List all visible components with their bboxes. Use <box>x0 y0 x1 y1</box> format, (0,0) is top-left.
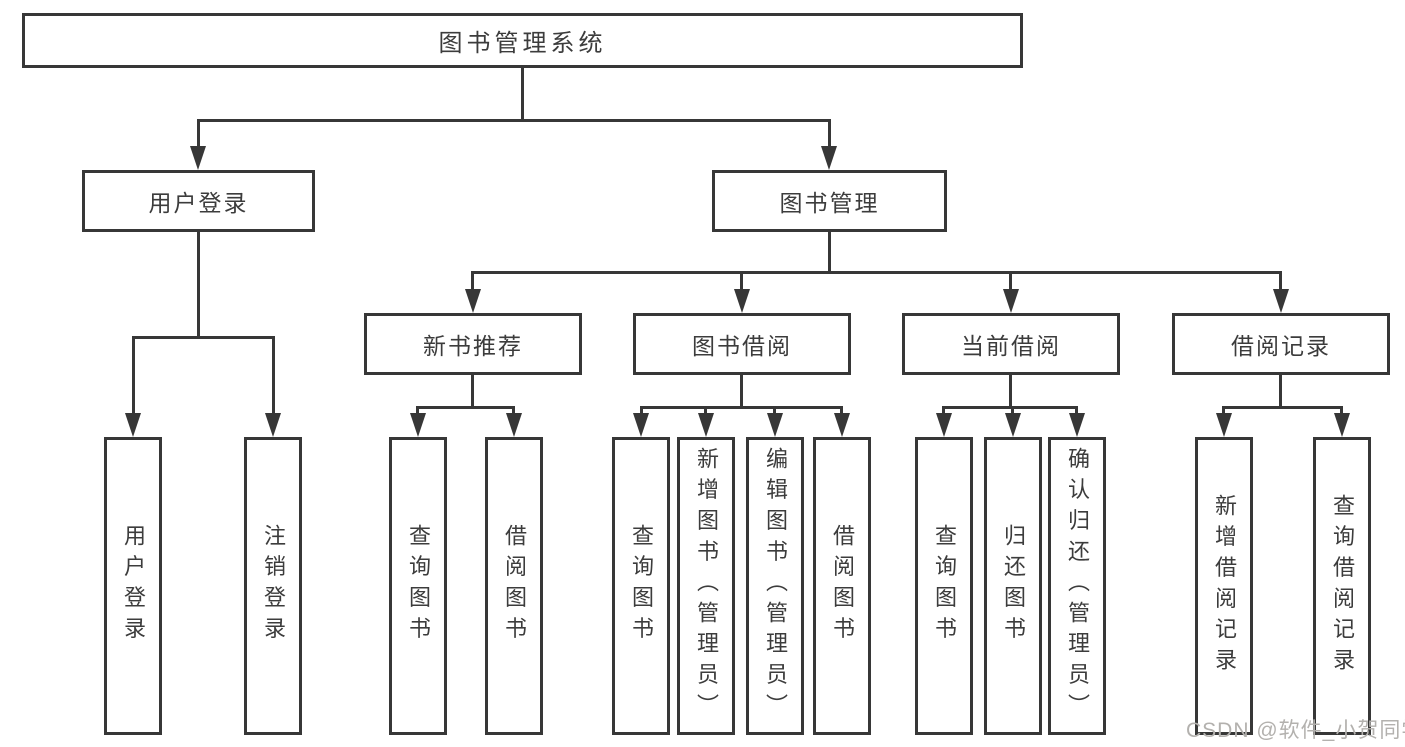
node-borrow-records: 借阅记录 <box>1172 313 1390 375</box>
connector-arrow-icon <box>265 413 281 437</box>
connector-vline <box>197 119 200 147</box>
connector-vline <box>521 68 524 120</box>
connector-arrow-icon <box>936 413 952 437</box>
node-new-book-recommend: 新书推荐 <box>364 313 582 375</box>
node-library-system: 图书管理系统 <box>22 13 1023 68</box>
connector-vline <box>471 271 474 290</box>
connector-hline <box>1222 406 1343 409</box>
connector-vline <box>1075 406 1078 414</box>
connector-vline <box>942 406 945 414</box>
connector-arrow-icon <box>821 146 837 170</box>
connector-vline <box>1009 271 1012 290</box>
leaf-cb-confirm-return-admin: 确认归还（管理员） <box>1048 437 1106 735</box>
leaf-label: 查询借阅记录 <box>1330 493 1355 679</box>
node-user-login: 用户登录 <box>82 170 315 232</box>
leaf-label: 归还图书 <box>1001 524 1026 648</box>
leaf-nb-borrow-books: 借阅图书 <box>485 437 543 735</box>
connector-hline <box>197 119 830 122</box>
watermark-text: CSDN @软件_小贺同学 <box>1186 719 1405 742</box>
connector-arrow-icon <box>633 413 649 437</box>
connector-vline <box>416 406 419 414</box>
connector-vline <box>132 336 135 414</box>
connector-vline <box>1009 375 1012 408</box>
connector-vline <box>1279 271 1282 290</box>
leaf-cb-query-books: 查询图书 <box>915 437 973 735</box>
connector-arrow-icon <box>190 146 206 170</box>
leaf-label: 借阅图书 <box>502 524 527 648</box>
leaf-logout: 注销登录 <box>244 437 302 735</box>
leaf-bb-query-books: 查询图书 <box>612 437 670 735</box>
connector-vline <box>740 375 743 408</box>
leaf-label: 确认归还（管理员） <box>1065 447 1090 725</box>
connector-vline <box>773 406 776 414</box>
connector-hline <box>640 406 843 409</box>
connector-vline <box>1011 406 1014 414</box>
connector-vline <box>197 232 200 339</box>
leaf-bb-edit-book-admin: 编辑图书（管理员） <box>746 437 804 735</box>
connector-vline <box>828 232 831 273</box>
connector-vline <box>828 119 831 147</box>
connector-arrow-icon <box>465 289 481 313</box>
connector-arrow-icon <box>1334 413 1350 437</box>
leaf-label: 用户登录 <box>121 524 146 648</box>
leaf-bb-borrow-books: 借阅图书 <box>813 437 871 735</box>
connector-vline <box>1340 406 1343 414</box>
connector-vline <box>840 406 843 414</box>
connector-vline <box>640 406 643 414</box>
connector-arrow-icon <box>734 289 750 313</box>
connector-arrow-icon <box>1069 413 1085 437</box>
connector-arrow-icon <box>506 413 522 437</box>
connector-hline <box>416 406 515 409</box>
connector-arrow-icon <box>410 413 426 437</box>
node-current-borrow: 当前借阅 <box>902 313 1120 375</box>
connector-hline <box>471 271 1281 274</box>
connector-arrow-icon <box>1005 413 1021 437</box>
connector-vline <box>471 375 474 408</box>
leaf-br-query-borrow-record: 查询借阅记录 <box>1313 437 1371 735</box>
leaf-nb-query-books: 查询图书 <box>389 437 447 735</box>
leaf-label: 查询图书 <box>629 524 654 648</box>
leaf-label: 编辑图书（管理员） <box>763 447 788 725</box>
connector-vline <box>1279 375 1282 408</box>
leaf-label: 注销登录 <box>261 524 286 648</box>
leaf-br-add-borrow-record: 新增借阅记录 <box>1195 437 1253 735</box>
connector-hline <box>132 336 275 339</box>
connector-vline <box>1222 406 1225 414</box>
connector-vline <box>272 336 275 414</box>
leaf-user-login: 用户登录 <box>104 437 162 735</box>
leaf-label: 查询图书 <box>406 524 431 648</box>
connector-arrow-icon <box>698 413 714 437</box>
leaf-cb-return-books: 归还图书 <box>984 437 1042 735</box>
leaf-label: 查询图书 <box>932 524 957 648</box>
leaf-bb-add-book-admin: 新增图书（管理员） <box>677 437 735 735</box>
connector-vline <box>704 406 707 414</box>
connector-hline <box>942 406 1078 409</box>
leaf-label: 借阅图书 <box>830 524 855 648</box>
connector-arrow-icon <box>125 413 141 437</box>
node-book-borrow: 图书借阅 <box>633 313 851 375</box>
leaf-label: 新增借阅记录 <box>1212 493 1237 679</box>
node-book-management: 图书管理 <box>712 170 947 232</box>
connector-vline <box>740 271 743 290</box>
connector-arrow-icon <box>1273 289 1289 313</box>
leaf-label: 新增图书（管理员） <box>694 447 719 725</box>
connector-arrow-icon <box>834 413 850 437</box>
connector-arrow-icon <box>1216 413 1232 437</box>
connector-arrow-icon <box>1003 289 1019 313</box>
connector-arrow-icon <box>767 413 783 437</box>
connector-vline <box>512 406 515 414</box>
